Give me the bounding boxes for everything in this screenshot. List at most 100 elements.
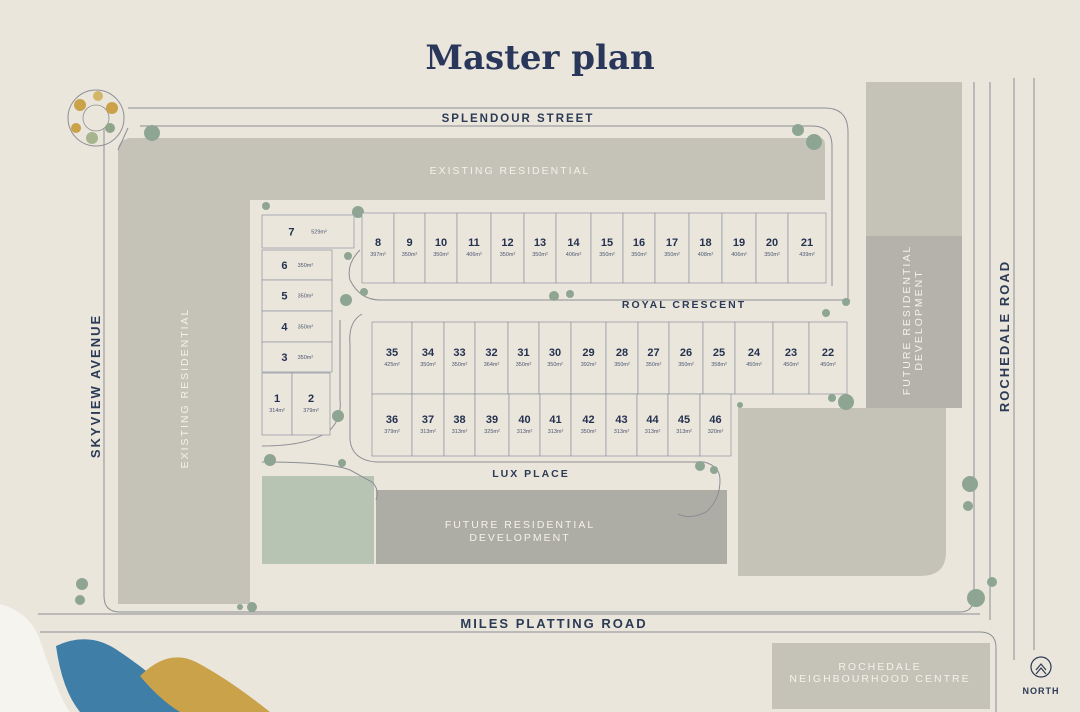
lot-number: 15: [601, 237, 613, 249]
lot-boundary: [411, 321, 445, 395]
lot-boundary: [570, 321, 607, 395]
lot-number: 29: [582, 347, 594, 359]
street-label-skyview: SKYVIEW AVENUE: [88, 314, 103, 458]
lot-area: 350m²: [599, 252, 615, 258]
lot-area: 406m²: [731, 252, 747, 258]
lot-number: 27: [647, 347, 659, 359]
lot-number: 45: [678, 414, 690, 426]
lot-area: 325m²: [484, 429, 500, 435]
lot-boundary: [361, 212, 395, 284]
zone-label-existing-left: EXISTING RESIDENTIAL: [179, 308, 191, 469]
lot-area: 350m²: [298, 325, 314, 331]
lot-15[interactable]: 15 350m²: [590, 212, 624, 284]
lot-number: 18: [699, 237, 711, 249]
lot-area: 313m²: [548, 429, 564, 435]
north-indicator: NORTH: [1023, 656, 1059, 696]
lot-number: 4: [281, 322, 288, 334]
lot-boundary: [261, 249, 333, 281]
lot-area: 350m²: [614, 362, 630, 368]
lot-44[interactable]: 44 313m²: [636, 393, 669, 457]
lot-boundary: [555, 212, 592, 284]
zone-label-neighbourhood-2: NEIGHBOURHOOD CENTRE: [789, 673, 970, 685]
lot-area: 314m²: [269, 408, 285, 414]
lot-area: 350m²: [452, 362, 468, 368]
lot-area: 320m²: [708, 429, 724, 435]
lot-18[interactable]: 18 408m²: [688, 212, 723, 284]
street-label-miles: MILES PLATTING ROAD: [460, 616, 647, 631]
lot-number: 16: [633, 237, 645, 249]
base-layer: [118, 82, 990, 709]
lot-area: 350m²: [516, 362, 532, 368]
lot-number: 20: [766, 237, 778, 249]
lot-number: 36: [386, 414, 398, 426]
lot-area: 350m²: [532, 252, 548, 258]
lot-number: 44: [646, 414, 659, 426]
lot-boundary: [667, 393, 701, 457]
zone-label-future-right-1: FUTURE RESIDENTIAL: [901, 245, 913, 395]
lot-area: 313m²: [614, 429, 630, 435]
lot-46[interactable]: 46 320m²: [699, 393, 732, 457]
lot-boundary: [474, 393, 510, 457]
lot-area: 408m²: [698, 252, 714, 258]
lot-area: 350m²: [420, 362, 436, 368]
lot-number: 46: [709, 414, 721, 426]
lot-boundary: [291, 372, 331, 436]
lot-boundary: [261, 214, 355, 249]
lot-area: 313m²: [517, 429, 533, 435]
lot-boundary: [523, 212, 557, 284]
lot-number: 37: [422, 414, 434, 426]
lot-number: 24: [748, 347, 761, 359]
lot-number: 30: [549, 347, 561, 359]
lot-area: 350m²: [433, 252, 449, 258]
lot-4[interactable]: 4 350m²: [261, 310, 333, 343]
lot-number: 21: [801, 237, 813, 249]
lot-area: 313m²: [452, 429, 468, 435]
lot-boundary: [371, 321, 413, 395]
lot-21[interactable]: 21 439m²: [787, 212, 827, 284]
lot-28[interactable]: 28 350m²: [605, 321, 639, 395]
lot-number: 28: [616, 347, 628, 359]
lot-area: 439m²: [799, 252, 815, 258]
lot-area: 313m²: [645, 429, 661, 435]
lot-boundary: [474, 321, 509, 395]
